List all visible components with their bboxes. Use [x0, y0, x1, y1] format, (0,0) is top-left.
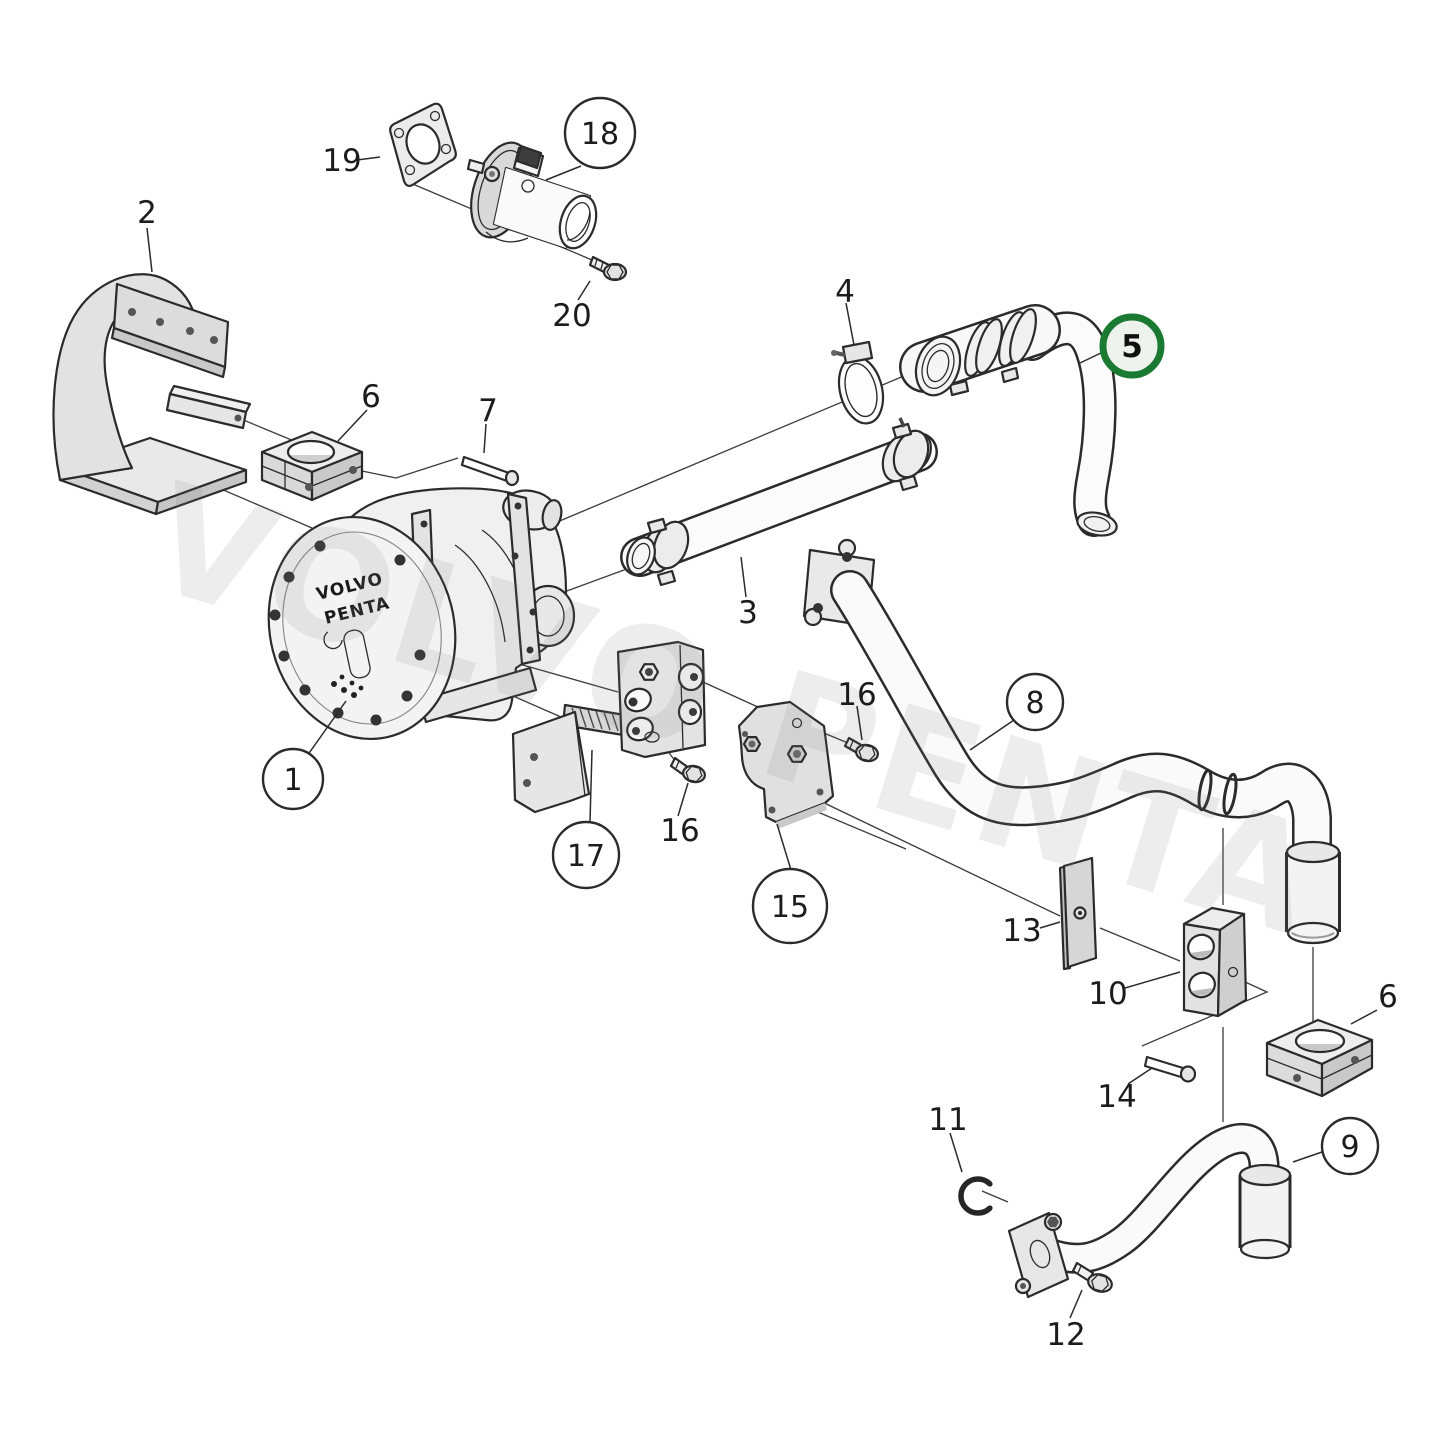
part-19-gasket	[389, 102, 457, 188]
svg-text:15: 15	[771, 890, 809, 925]
callout-4[interactable]: 4	[835, 274, 855, 310]
svg-text:18: 18	[581, 117, 619, 152]
callout-3[interactable]: 3	[738, 595, 758, 631]
part-18-connection-housing	[466, 141, 598, 250]
callout-8[interactable]: 8	[1005, 672, 1065, 732]
part-4-hose-clamp	[831, 340, 885, 425]
part-12-bolt	[1071, 1261, 1113, 1293]
svg-text:17: 17	[567, 839, 605, 874]
svg-text:5: 5	[1121, 329, 1143, 365]
callout-19[interactable]: 19	[322, 143, 361, 179]
callout-14[interactable]: 14	[1097, 1079, 1136, 1115]
part-11-retaining-ring	[958, 1176, 993, 1216]
part-20-bolt	[588, 255, 628, 282]
part-6-clamp-block-upper	[260, 430, 364, 502]
callout-9[interactable]: 9	[1320, 1116, 1380, 1176]
callout-7[interactable]: 7	[478, 393, 498, 429]
callout-2[interactable]: 2	[137, 195, 157, 231]
callout-17[interactable]: 17	[551, 820, 621, 890]
callout-6-lower[interactable]: 6	[1378, 979, 1398, 1015]
part-15-mounting-plate	[737, 700, 835, 829]
callout-15[interactable]: 15	[751, 867, 829, 945]
part-3-pipe	[620, 417, 938, 587]
part-7-pin	[460, 455, 520, 487]
svg-text:8: 8	[1025, 686, 1044, 721]
part-1-pump-body: VOLVO PENTA	[267, 487, 576, 741]
callout-12[interactable]: 12	[1046, 1317, 1085, 1353]
part-8-upper-pipe	[802, 538, 1341, 945]
leader-lines	[146, 156, 1378, 1319]
part-16-bolt-left	[669, 756, 706, 784]
callout-10[interactable]: 10	[1088, 976, 1127, 1012]
part-14-pin	[1143, 1055, 1197, 1083]
part-17-bracket	[511, 640, 707, 814]
svg-text:1: 1	[283, 763, 302, 798]
callout-16-left[interactable]: 16	[660, 813, 699, 849]
part-9-lower-pipe	[1007, 1123, 1292, 1299]
callout-18[interactable]: 18	[563, 96, 637, 170]
callout-20[interactable]: 20	[552, 298, 591, 334]
part-16-bolt-right	[843, 736, 879, 763]
callout-1[interactable]: 1	[261, 747, 325, 811]
callout-11[interactable]: 11	[928, 1102, 967, 1138]
callout-16-right[interactable]: 16	[837, 677, 876, 713]
callout-6-upper[interactable]: 6	[361, 379, 381, 415]
callout-13[interactable]: 13	[1002, 913, 1041, 949]
callout-5-highlighted[interactable]: 5	[1099, 313, 1165, 379]
part-2-engine-bracket	[52, 273, 252, 516]
part-13-plate	[1058, 856, 1098, 971]
part-5-outlet-hose	[899, 304, 1118, 537]
svg-text:9: 9	[1340, 1130, 1359, 1165]
pump-emblem	[331, 674, 364, 698]
callouts: 2 19 18 20 6 7 4 5 3 1 17 16 16 15	[137, 96, 1398, 1353]
part-10-double-clamp-block	[1182, 906, 1248, 1018]
part-6-clamp-block-lower	[1265, 1018, 1374, 1098]
